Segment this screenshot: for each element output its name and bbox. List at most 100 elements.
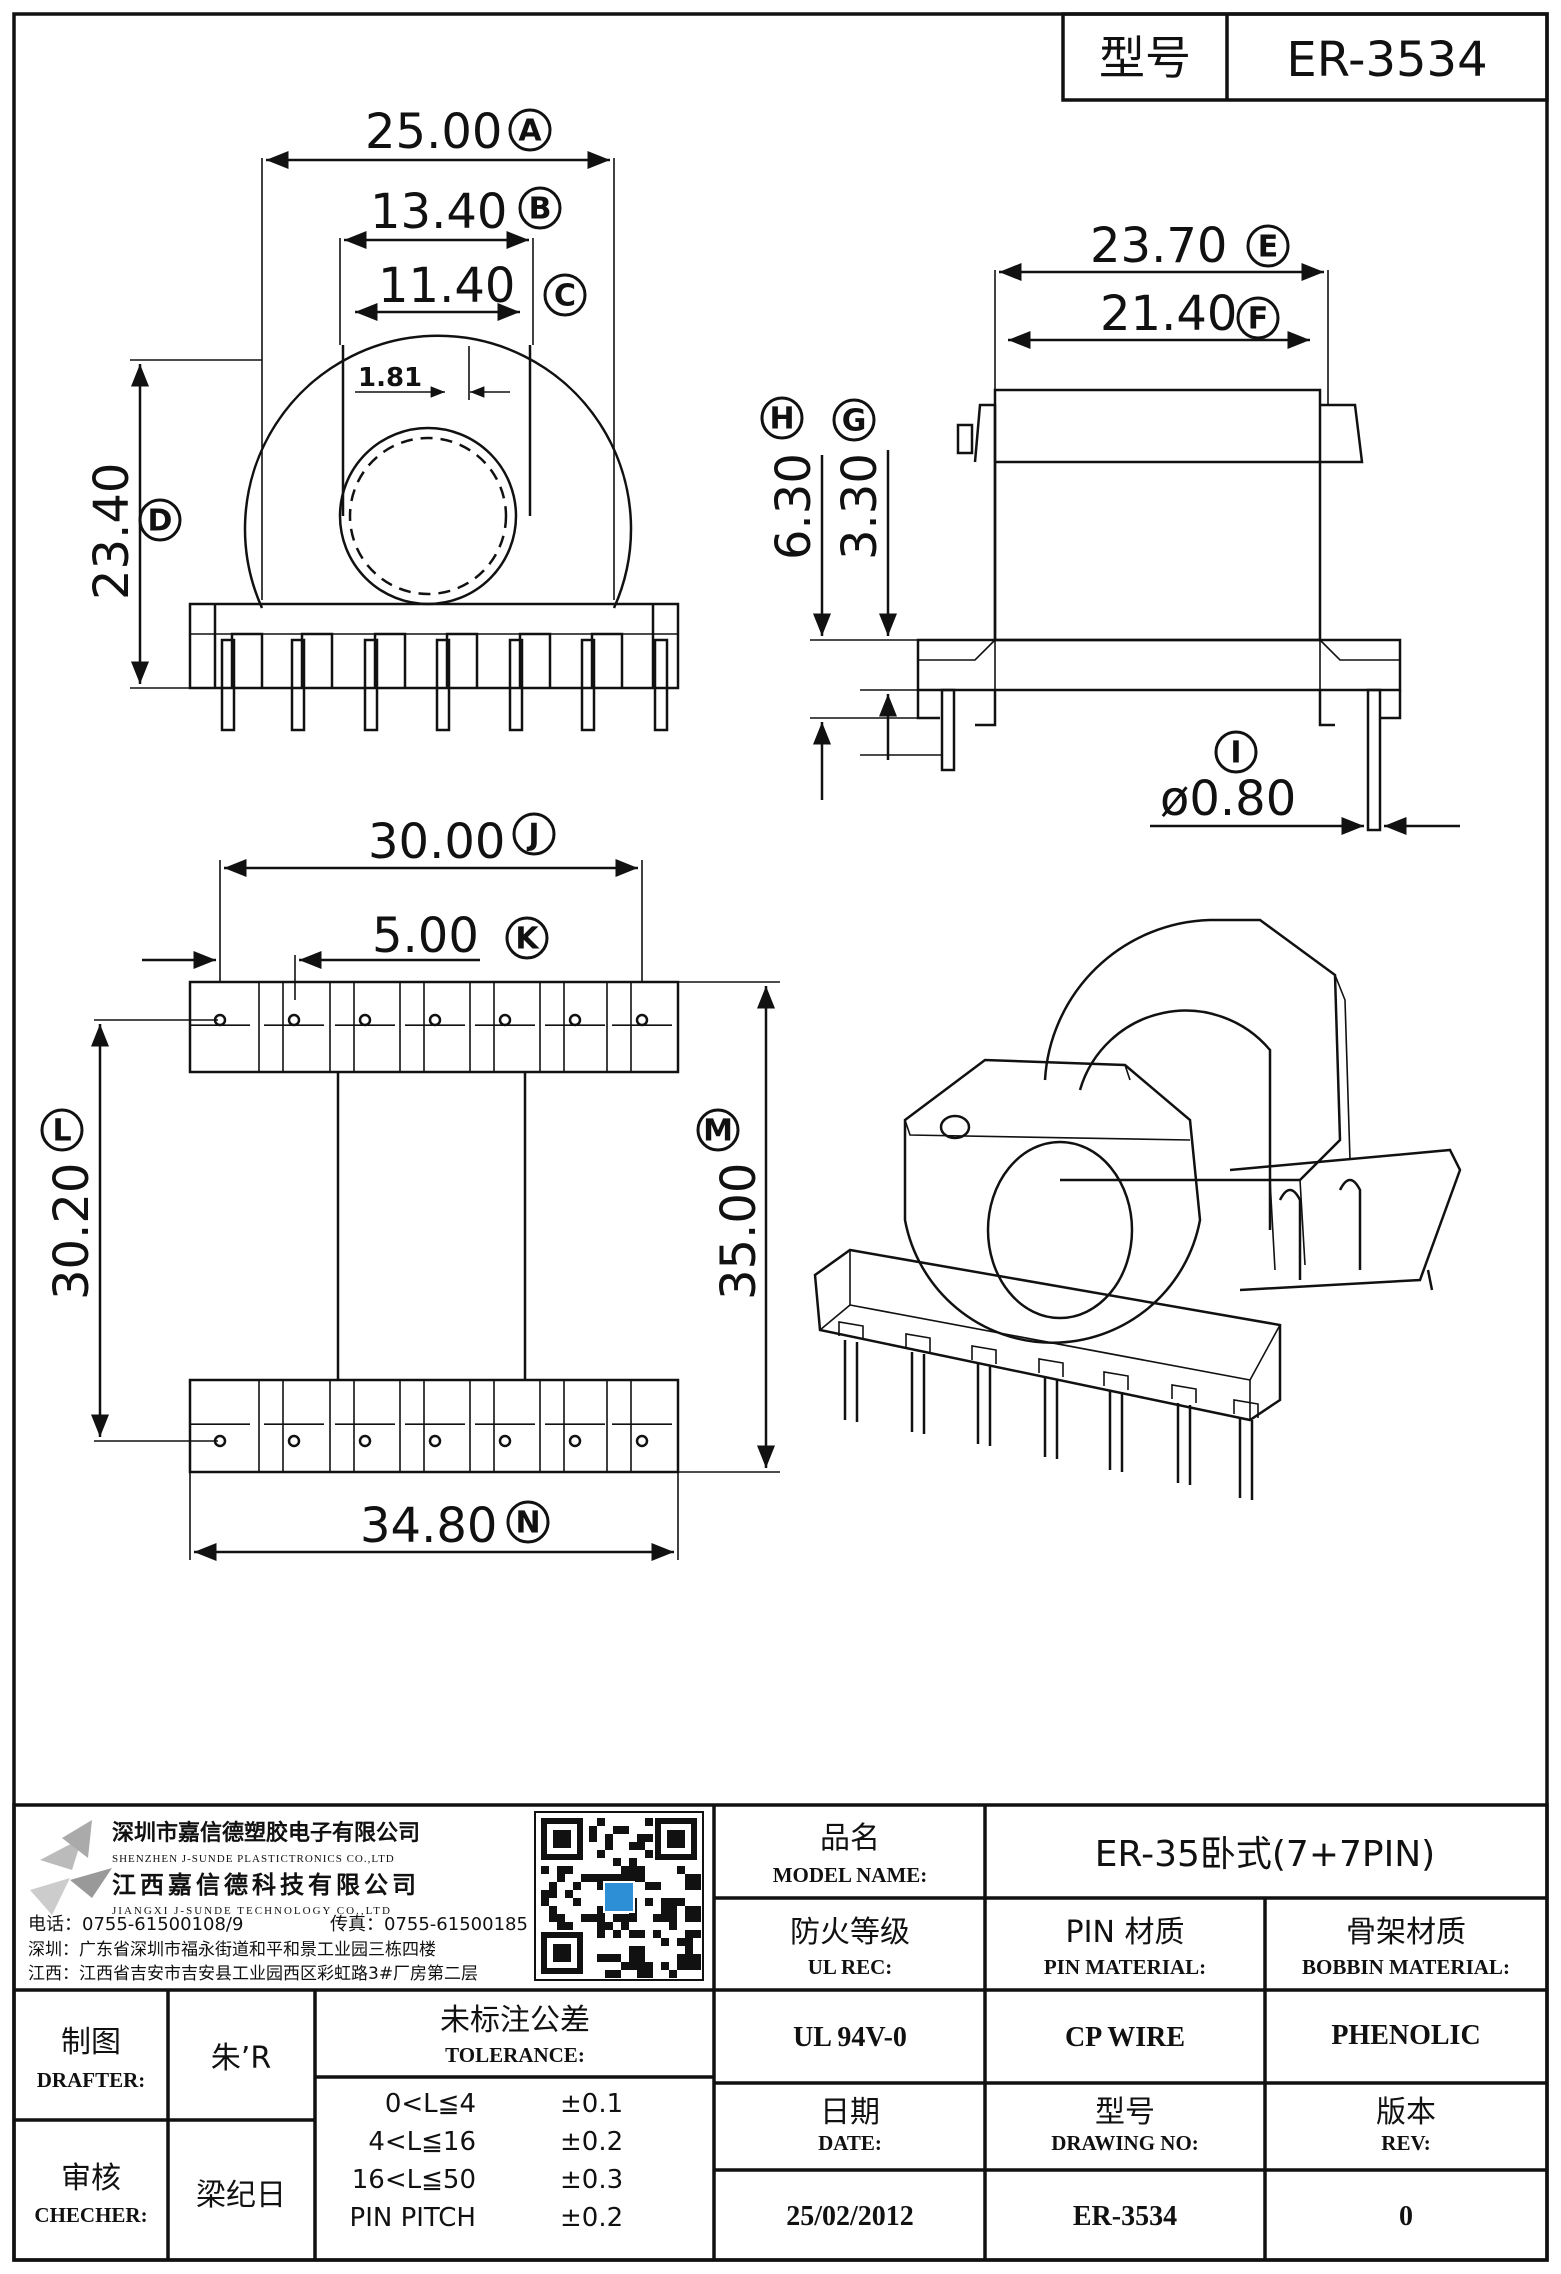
company-tel: 电话：0755-61500108/9 — [28, 1914, 243, 1935]
tolerance-value: ±0.2 — [560, 2203, 623, 2233]
iso-pin — [1238, 1418, 1254, 1500]
badge-g: G — [832, 398, 876, 442]
svg-text:N: N — [515, 1506, 540, 1541]
badge-b: B — [518, 186, 562, 230]
bottom-pin-hole — [428, 1013, 442, 1027]
qr-code — [534, 1811, 704, 1981]
dim-e-text: 23.70 — [1090, 218, 1227, 274]
drawing-no-label-cn: 型号 — [1095, 2095, 1155, 2130]
badge-i: I — [1214, 730, 1258, 774]
bottom-pin-hole — [635, 1434, 649, 1448]
svg-text:M: M — [703, 1114, 733, 1149]
front-slot — [300, 632, 334, 688]
tolerance-value: ±0.3 — [560, 2165, 623, 2195]
tolerance-range: 16<L≦50 — [352, 2165, 476, 2195]
isometric-view — [813, 918, 1462, 1422]
company-address-shenzhen: 深圳：广东省深圳市福永街道和平和景工业园三栋四楼 — [28, 1940, 436, 1960]
front-slot — [590, 632, 624, 688]
model-name-label-en: MODEL NAME: — [773, 1863, 928, 1887]
dim-h-text: 6.30 — [766, 453, 822, 560]
badge-j: J — [512, 812, 556, 856]
front-view — [188, 334, 680, 690]
isometric-pins — [838, 1321, 1259, 1500]
dim-k-text: 5.00 — [372, 908, 479, 964]
bottom-slot — [606, 1379, 632, 1473]
model-name-value: ER-35卧式(7+7PIN) — [1095, 1834, 1435, 1875]
drafter-label-cn: 制图 — [61, 2025, 121, 2060]
tolerance-range: PIN PITCH — [350, 2203, 476, 2233]
badge-k: K — [505, 916, 549, 960]
iso-pin1-dot — [939, 1114, 971, 1140]
bottom-slot — [258, 981, 284, 1073]
drafter-value: 朱’R — [211, 2041, 271, 2076]
badge-f: F — [1236, 296, 1280, 340]
bottom-view — [188, 980, 680, 1474]
tolerance-label-en: TOLERANCE: — [445, 2043, 585, 2067]
side-pin-left — [940, 688, 956, 772]
iso-pin-slot — [838, 1321, 864, 1340]
tolerance-value: ±0.1 — [560, 2089, 623, 2119]
ul-value: UL 94V-0 — [793, 2022, 907, 2053]
bottom-view-pins — [190, 981, 672, 1473]
svg-text:H: H — [769, 402, 794, 437]
bottom-slot — [329, 1379, 355, 1473]
front-slot — [230, 632, 264, 688]
iso-pin-slot — [1171, 1384, 1197, 1403]
iso-pin — [976, 1364, 992, 1446]
dim-c-small-text: 1.81 — [358, 363, 422, 393]
bottom-slot — [399, 981, 425, 1073]
iso-pin — [910, 1352, 926, 1434]
bottom-slot — [539, 981, 565, 1073]
dim-d-text: 23.40 — [84, 463, 140, 600]
rev-label-cn: 版本 — [1376, 2095, 1436, 2130]
svg-text:D: D — [148, 504, 173, 539]
dim-j-text: 30.00 — [368, 814, 505, 870]
front-base — [188, 602, 680, 690]
iso-pin — [1176, 1403, 1192, 1485]
side-view — [916, 388, 1402, 832]
drawing-no-value: ER-3534 — [1073, 2201, 1177, 2232]
front-slot — [518, 632, 552, 688]
checker-value: 梁纪日 — [196, 2178, 286, 2213]
bottom-pin-hole — [635, 1013, 649, 1027]
rev-label-en: REV: — [1381, 2131, 1430, 2155]
dim-l-text: 30.20 — [44, 1163, 100, 1300]
bottom-pin-hole — [287, 1434, 301, 1448]
iso-pin — [1043, 1377, 1059, 1459]
company-logo — [30, 1820, 112, 1915]
bottom-slot — [606, 981, 632, 1073]
bottom-view-row-top — [188, 980, 680, 1074]
front-core-circle — [338, 426, 518, 606]
svg-text:G: G — [842, 404, 867, 439]
bobbin-material-label-en: BOBBIN MATERIAL: — [1302, 1955, 1510, 1979]
side-dims: 23.70 21.40 6.30 3.30 ø0.80 — [766, 218, 1460, 835]
dim-i-text: ø0.80 — [1160, 771, 1296, 827]
badge-l: L — [40, 1108, 84, 1152]
front-pin — [653, 638, 669, 732]
drafter-label-en: DRAFTER: — [37, 2068, 146, 2092]
ul-label-cn: 防火等级 — [790, 1915, 910, 1950]
model-name-label-cn: 品名 — [820, 1821, 880, 1856]
company-name-en-2: JIANGXI J-SUNDE TECHNOLOGY CO.,LTD — [112, 1905, 392, 1917]
iso-pin-slot — [1038, 1358, 1064, 1377]
bottom-slot — [258, 1379, 284, 1473]
header-model-label: 型号 — [1099, 31, 1191, 85]
dim-a-text: 25.00 — [365, 104, 502, 160]
front-core-hidden-circle — [348, 436, 508, 596]
iso-pin-slot — [1103, 1371, 1129, 1390]
svg-text:E: E — [1258, 230, 1279, 265]
pin-material-label-en: PIN MATERIAL: — [1044, 1955, 1206, 1979]
bottom-pin-hole — [428, 1434, 442, 1448]
badge-m: M — [696, 1108, 740, 1152]
front-pin — [220, 638, 236, 732]
bobbin-material-label-cn: 骨架材质 — [1346, 1915, 1466, 1950]
tolerance-range: 0<L≦4 — [385, 2089, 476, 2119]
checker-label-cn: 审核 — [61, 2161, 121, 2196]
sheet-border — [12, 12, 1549, 2262]
company-address-jiangxi: 江西：江西省吉安市吉安县工业园西区彩虹路3#厂房第二层 — [28, 1964, 478, 1984]
bottom-slot — [539, 1379, 565, 1473]
svg-text:B: B — [529, 192, 552, 227]
dim-f-text: 21.40 — [1100, 286, 1237, 342]
front-pin-slots — [220, 632, 669, 732]
